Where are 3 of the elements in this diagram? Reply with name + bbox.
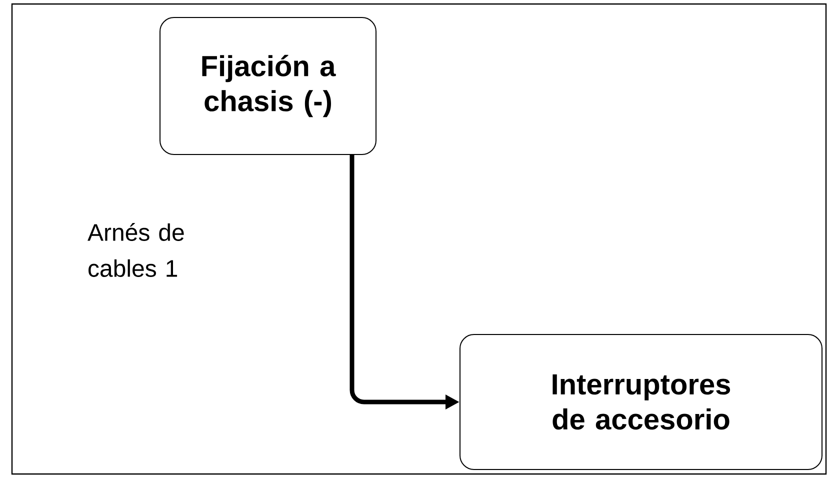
process-box: Fijación a chasis (-) xyxy=(160,17,376,155)
process-box: Interruptores de accesorio xyxy=(460,334,822,470)
wire-label: Arnés de cables 1 xyxy=(88,223,184,277)
